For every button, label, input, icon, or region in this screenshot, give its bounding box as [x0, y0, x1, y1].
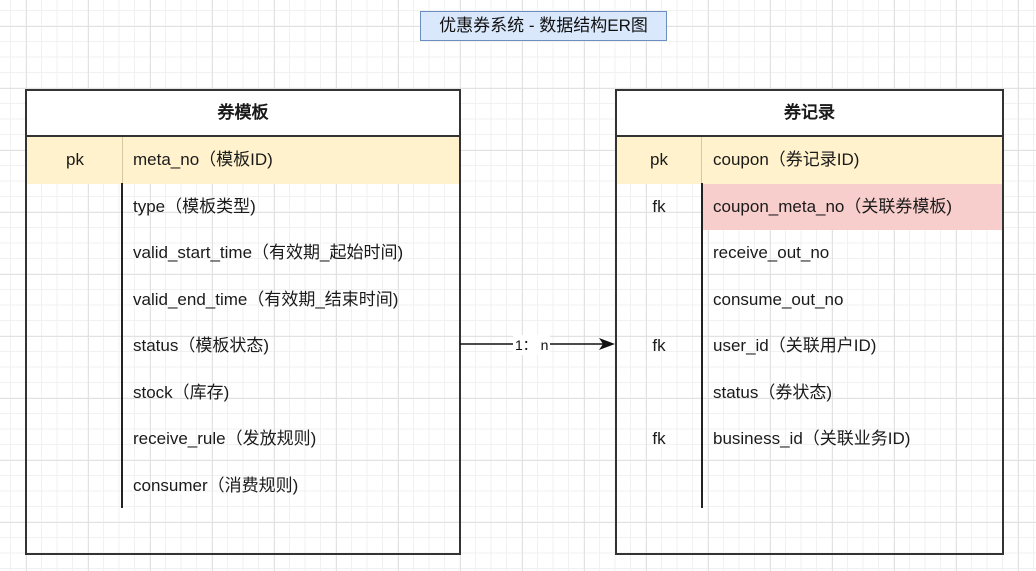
entity-header: 券记录: [617, 91, 1002, 137]
key-label: [27, 184, 123, 231]
table-row-fk[interactable]: fk coupon_meta_no（关联券模板): [617, 183, 1002, 230]
column-divider: [121, 183, 123, 508]
entity-header: 券模板: [27, 91, 459, 137]
arrow-head-icon: [599, 338, 615, 350]
key-label: [617, 370, 701, 417]
field-label: status（券状态): [713, 382, 833, 402]
key-label: [27, 463, 123, 510]
table-row[interactable]: receive_out_no: [617, 230, 1002, 277]
field-label: user_id（关联用户ID): [713, 336, 877, 355]
entity-coupon-template[interactable]: 券模板 pk meta_no（模板ID) type（模板类型) valid_st…: [25, 89, 461, 555]
field-label: valid_start_time（有效期_起始时间): [133, 243, 404, 262]
table-row[interactable]: receive_rule（发放规则): [27, 416, 459, 463]
table-row[interactable]: status（券状态): [617, 370, 1002, 417]
relationship-label: 1： n: [513, 335, 551, 355]
key-label: fk: [652, 336, 666, 355]
table-row-pk[interactable]: pk coupon（券记录ID): [617, 137, 1002, 184]
table-row[interactable]: status（模板状态): [27, 323, 459, 370]
key-label: [27, 323, 123, 370]
fk-highlight: [702, 183, 1002, 230]
field-label: status（模板状态): [133, 336, 270, 355]
key-label: fk: [652, 429, 666, 448]
key-label: [617, 230, 701, 277]
key-label: pk: [66, 150, 84, 169]
table-row[interactable]: consumer（消费规则): [27, 463, 459, 510]
field-label: stock（库存): [133, 382, 230, 402]
diagram-title[interactable]: 优惠券系统 - 数据结构ER图: [420, 11, 667, 41]
field-label: consume_out_no: [713, 289, 844, 309]
table-row[interactable]: type（模板类型): [27, 184, 459, 231]
table-row[interactable]: stock（库存): [27, 370, 459, 417]
key-label: [27, 230, 123, 277]
field-label: receive_out_no: [713, 243, 830, 262]
column-divider: [701, 183, 703, 508]
field-label: coupon（券记录ID): [713, 150, 860, 169]
key-label: fk: [652, 196, 666, 216]
key-label: pk: [650, 150, 668, 169]
field-label: coupon_meta_no（关联券模板): [713, 196, 953, 216]
key-label: [27, 370, 123, 417]
field-label: consumer（消费规则): [133, 475, 299, 495]
key-label: [27, 277, 123, 324]
table-row[interactable]: valid_start_time（有效期_起始时间): [27, 230, 459, 277]
table-row[interactable]: valid_end_time（有效期_结束时间): [27, 277, 459, 324]
field-label: type（模板类型): [133, 196, 256, 216]
table-row[interactable]: consume_out_no: [617, 277, 1002, 324]
key-label: [27, 416, 123, 463]
field-label: receive_rule（发放规则): [133, 429, 317, 448]
table-row-fk[interactable]: fk user_id（关联用户ID): [617, 323, 1002, 370]
column-divider: [701, 137, 702, 183]
field-label: business_id（关联业务ID): [713, 429, 911, 448]
table-row-pk[interactable]: pk meta_no（模板ID): [27, 137, 459, 184]
key-label: [617, 277, 701, 324]
table-row-fk[interactable]: fk business_id（关联业务ID): [617, 416, 1002, 463]
field-label: meta_no（模板ID): [133, 150, 273, 169]
entity-coupon-record[interactable]: 券记录 pk coupon（券记录ID) fk coupon_meta_no（关…: [615, 89, 1004, 555]
column-divider: [122, 137, 123, 183]
field-label: valid_end_time（有效期_结束时间): [133, 289, 399, 309]
